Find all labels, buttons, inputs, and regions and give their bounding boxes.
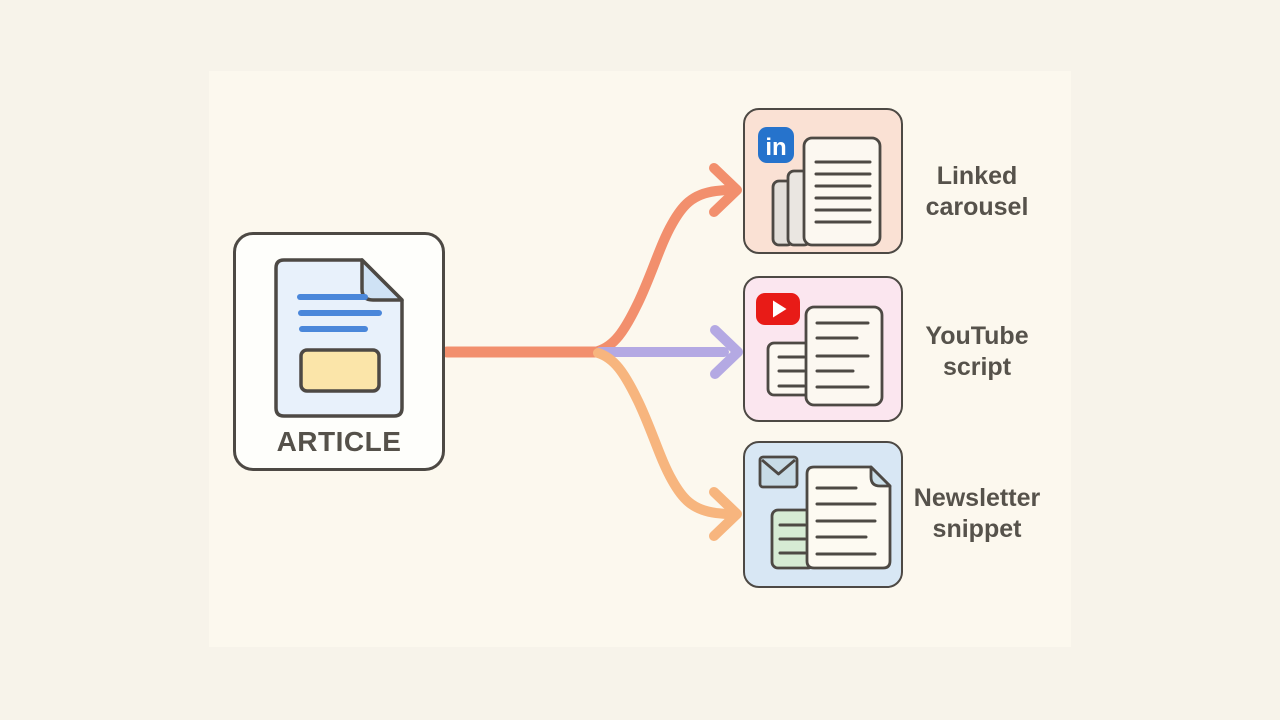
article-text-lines bbox=[297, 294, 382, 332]
output-label-linked-carousel: Linked carousel bbox=[925, 162, 1029, 221]
arrow-to-linked-carousel bbox=[593, 185, 731, 356]
article-label: ARTICLE bbox=[276, 426, 402, 457]
newsletter-pages-icon bbox=[758, 455, 891, 569]
linkedin-badge-text: in bbox=[765, 134, 786, 161]
script-text-lines bbox=[777, 321, 869, 388]
output-label-youtube-script: YouTube script bbox=[925, 322, 1029, 381]
output-card-newsletter-snippet bbox=[743, 441, 903, 588]
arrowhead-linked-carousel bbox=[709, 163, 742, 217]
arrow-to-newsletter-snippet bbox=[593, 348, 731, 519]
carousel-text-lines bbox=[814, 160, 871, 223]
linkedin-icon: in bbox=[757, 126, 794, 163]
article-document-icon bbox=[274, 258, 404, 418]
newsletter-text-lines bbox=[778, 486, 876, 555]
script-pages-icon bbox=[755, 292, 883, 406]
arrowhead-newsletter-snippet bbox=[709, 487, 742, 541]
envelope-icon bbox=[758, 455, 798, 488]
arrowhead-youtube-script bbox=[710, 325, 743, 379]
article-node: ARTICLE bbox=[233, 232, 445, 471]
article-highlight-block bbox=[299, 348, 381, 393]
carousel-pages-icon: in bbox=[757, 126, 881, 246]
output-label-newsletter-snippet: Newsletter snippet bbox=[913, 484, 1041, 543]
output-card-youtube-script bbox=[743, 276, 903, 422]
output-card-linked-carousel: in bbox=[743, 108, 903, 254]
youtube-icon bbox=[755, 292, 800, 325]
